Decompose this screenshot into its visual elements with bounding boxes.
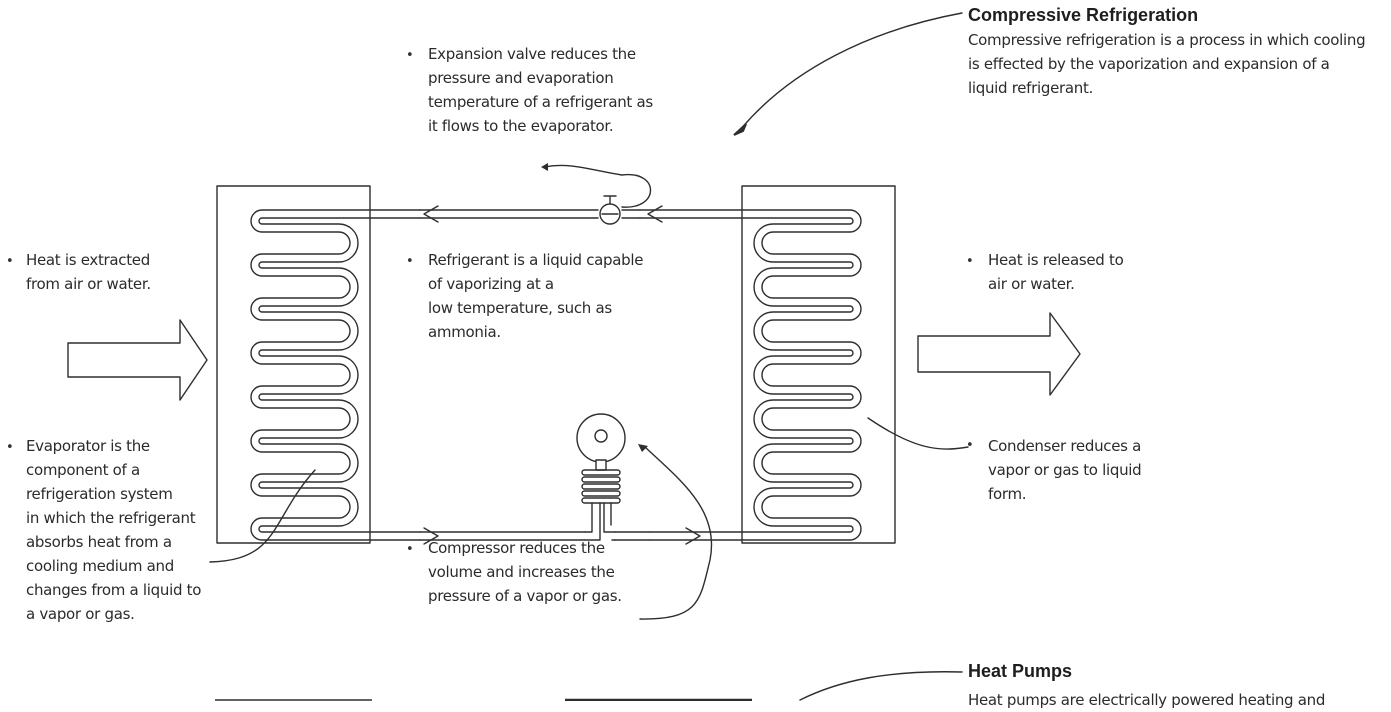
leader-expansion-valve [544,164,651,208]
condenser-box [741,185,896,544]
compressive-refrigeration-body: Compressive refrigeration is a process i… [968,31,1366,97]
evaporator-coil [250,209,421,541]
note-expansion-valve: Expansion valve reduces the pressure and… [428,45,653,135]
note-condenser: Condenser reduces a vapor or gas to liqu… [988,437,1142,503]
heat-out-arrow [917,312,1081,396]
condenser-coil [639,209,862,541]
heat-pumps-title: Heat Pumps [968,661,1073,681]
compressor [576,413,626,541]
note-evaporator: Evaporator is the component of a refrige… [26,437,202,623]
note-heat-extracted: Heat is extracted from air or water. [26,251,151,293]
leader-condenser [867,417,969,450]
compressive-refrigeration-title: Compressive Refrigeration [968,5,1199,25]
expansion-valve [599,195,621,225]
flow-arrow-bottom-left [423,527,439,545]
flow-arrow-bottom-right [685,527,701,545]
leader-evaporator [209,469,316,563]
heat-in-arrow [67,319,208,401]
flow-arrow-top-right [647,205,663,223]
bullet: • [966,438,974,453]
note-compressor: Compressor reduces the volume and increa… [428,539,622,605]
note-heat-released: Heat is released to air or water. [988,251,1124,293]
leader-compressive-arrowhead [733,123,747,136]
bullet: • [406,254,414,269]
evaporator-box [216,185,371,544]
note-refrigerant: Refrigerant is a liquid capable of vapor… [428,251,644,341]
leader-compressor [639,446,713,620]
bullet: • [6,254,14,269]
flow-arrow-top-left [423,205,439,223]
heat-pumps-body-partial: Heat pumps are electrically powered heat… [968,691,1326,709]
leader-heat-pumps [799,671,963,701]
bullet: • [966,254,974,269]
leader-compressive [739,12,963,131]
bullet: • [406,542,414,557]
bullet: • [406,48,414,63]
bullet: • [6,440,14,455]
